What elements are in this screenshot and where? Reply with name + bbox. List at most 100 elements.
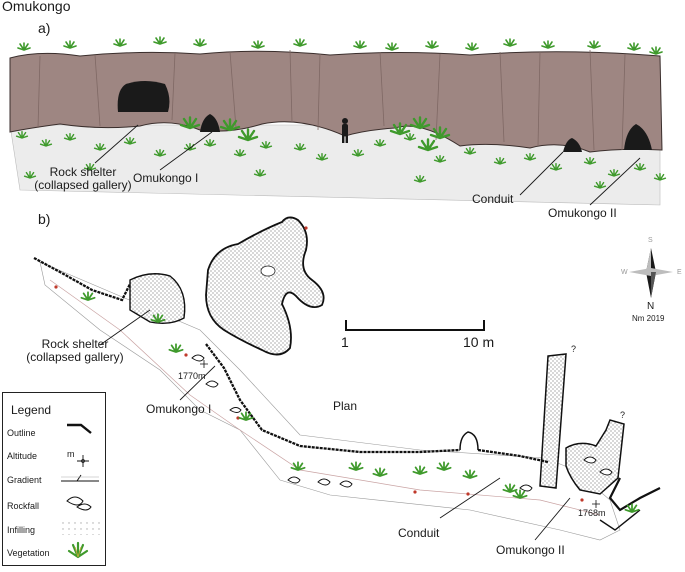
vegetation-tuft [462,469,478,479]
question-mark-1: ? [571,344,577,354]
omukongo-ii-rooms [565,419,625,495]
vegetation-tuft [237,128,259,142]
legend-vegetation-label: Vegetation [7,548,50,558]
upper-chamber [205,216,325,356]
vegetation-tuft [179,116,201,130]
omukongo-ii-opening [624,124,652,150]
vegetation-tuft [653,172,667,181]
omukongo-ii-label-b: Omukongo II [496,543,565,557]
vegetation-tuft [372,467,388,477]
conduit-opening [563,138,582,152]
vegetation-tuft [607,168,621,177]
vegetation-tuft [123,136,137,145]
vegetation-tuft [502,483,518,493]
vegetation-tuft [493,156,507,165]
scale-end-label: 10 m [463,334,495,350]
vegetation-tuft [293,38,307,47]
vegetation-tuft [251,40,265,49]
vegetation-tuft [315,152,329,161]
vegetation-tuft [23,170,37,179]
vegetation-tuft [436,461,452,471]
conduit-label-b: Conduit [398,526,440,540]
vegetation-tuft [203,138,217,147]
vegetation-tuft [193,38,207,47]
vegetation-tuft [15,130,29,139]
vegetation-tuft [583,156,597,165]
vegetation-tuft [624,503,640,513]
scale-start-label: 1 [341,334,349,350]
plan-label: Plan [333,399,358,413]
north-arrow-w: W [621,269,628,276]
question-mark-2: ? [620,410,626,420]
north-arrow-e: E [677,269,682,276]
vegetation-tuft [351,148,365,157]
vegetation-tuft [593,180,607,189]
legend-outline-label: Outline [7,428,36,438]
legend-gradient-label: Gradient [7,475,42,485]
omukongo-i-opening [200,114,220,132]
vegetation-tuft [219,118,241,132]
leader-rock-shelter-a [94,124,139,164]
north-arrow-credit: Nm 2019 [632,314,665,323]
north-arrow-icon [629,248,673,298]
vegetation-group-b [80,291,640,513]
leader-conduit-b [439,477,501,519]
vegetation-tuft [259,140,273,149]
cave-plan [33,216,661,541]
vegetation-tuft [290,461,306,471]
vegetation-tuft [429,126,451,140]
rockfall-icon [66,496,92,511]
vegetation-icon [67,541,89,559]
rock-shelter-line-2-b: (collapsed gallery) [26,350,124,364]
vegetation-tuft [433,154,447,163]
leader-omukongo-i-a [159,131,213,171]
rock-shelter-chamber [129,273,186,325]
vegetation-tuft [348,461,364,471]
panel-a-label: a) [38,20,51,36]
vegetation-tuft [63,132,77,141]
omukongo-ii-label-a: Omukongo II [548,206,617,220]
vegetation-tuft [353,40,367,49]
vegetation-tuft [633,162,647,171]
rock-shelter-line-1: Rock shelter [49,165,117,179]
rock-shelter-label-b: Rock shelter (collapsed gallery) [20,338,130,364]
vegetation-group-a [15,36,667,189]
vegetation-tuft [17,42,31,51]
right-conduit [539,353,567,489]
vegetation-tuft [649,46,663,55]
leader-rock-shelter-b [99,309,151,346]
vegetation-tuft [523,152,537,161]
rock-shelter-label-a: Rock shelter (collapsed gallery) [28,166,138,192]
scale-bar [345,320,485,331]
north-arrow-n: N [647,301,655,312]
vegetation-tuft [385,42,399,51]
vegetation-tuft [541,40,555,49]
rock-shelter-opening [117,81,170,112]
vegetation-tuft [113,38,127,47]
altitude-icon [77,455,89,467]
panel-b-label: b) [38,211,51,227]
vegetation-tuft [465,42,479,51]
vegetation-tuft [549,162,563,171]
legend-title: Legend [11,403,52,417]
cliff-profile [9,49,663,206]
conduit-label-a: Conduit [472,192,514,206]
gradient-icon [61,474,99,482]
altitude-label-1770: 1770m [178,371,206,381]
vegetation-tuft [389,122,411,136]
vegetation-tuft [463,146,477,155]
vegetation-tuft [153,36,167,45]
legend-box: Legend Outline Altitude m Gradient Rockf… [2,392,106,566]
corridor-floor [39,261,621,541]
vegetation-tuft [413,174,427,183]
cave-outline [33,256,549,464]
vegetation-tuft [63,40,77,49]
figure-title: Omukongo [2,0,71,14]
legend-infilling-label: Infilling [7,525,36,535]
outline-icon [67,423,92,434]
vegetation-tuft [512,489,528,499]
vegetation-tuft [425,40,439,49]
vegetation-tuft [168,343,184,353]
